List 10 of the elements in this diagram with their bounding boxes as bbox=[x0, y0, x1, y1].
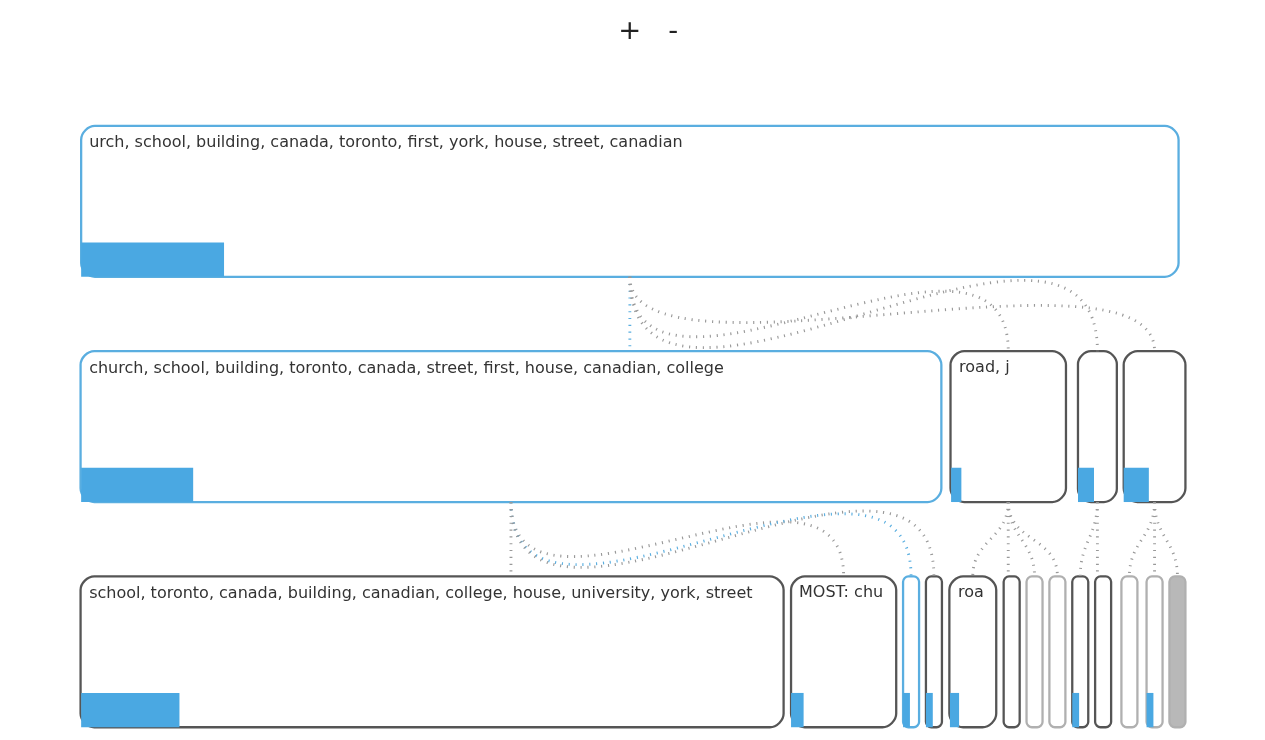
node-box bbox=[1119, 575, 1139, 729]
connector bbox=[1078, 501, 1099, 577]
connector bbox=[1152, 501, 1179, 577]
label: - bbox=[667, 14, 678, 46]
node-box bbox=[1024, 575, 1044, 729]
node-box bbox=[1093, 575, 1112, 729]
node-box bbox=[1047, 575, 1067, 729]
node-box bbox=[1002, 575, 1021, 729]
node-box bbox=[1167, 575, 1187, 729]
label: + bbox=[617, 14, 641, 46]
